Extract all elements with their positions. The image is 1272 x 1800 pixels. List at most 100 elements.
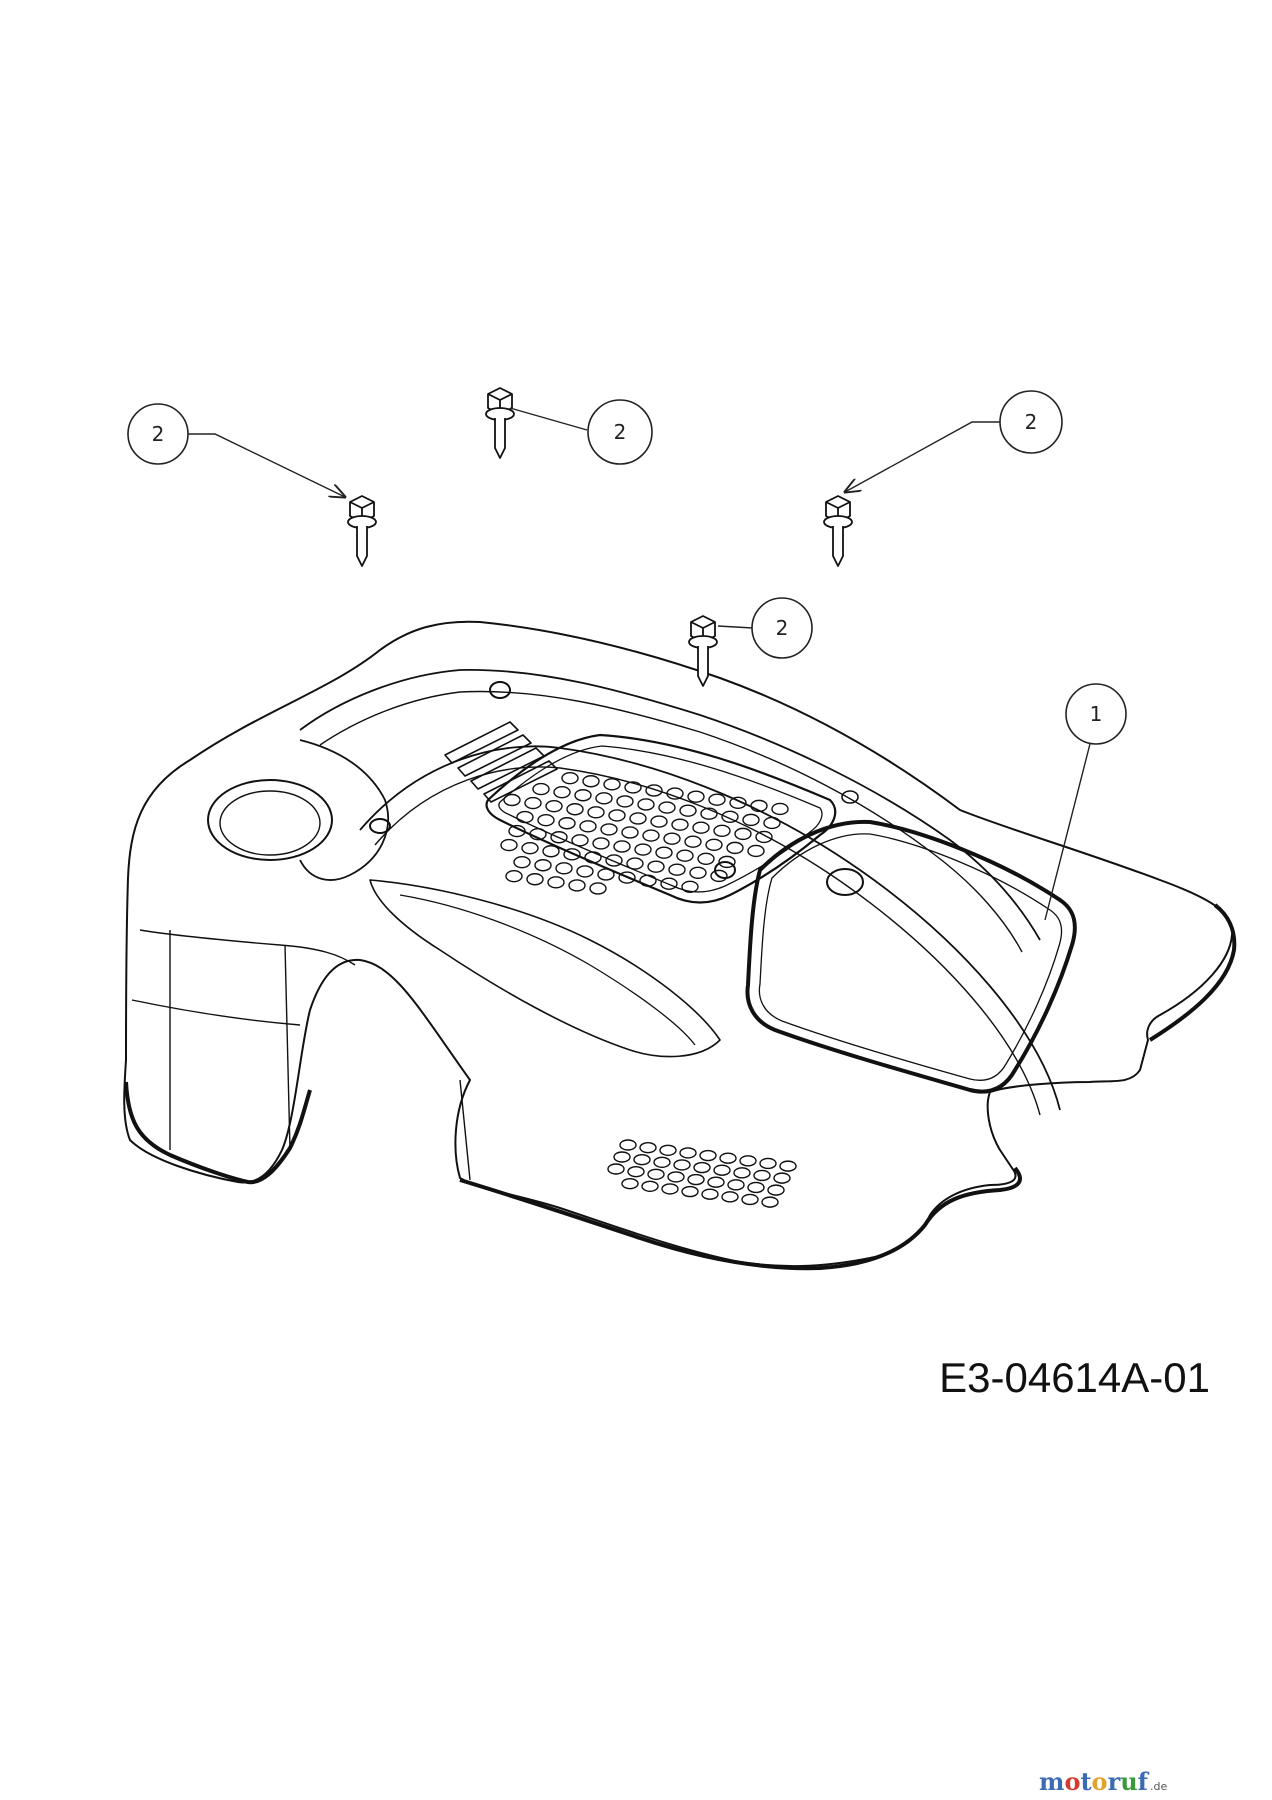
grille-hole (553, 785, 571, 799)
grille-hole (734, 827, 752, 841)
grille-hole (761, 1196, 779, 1208)
cover-right-rim (1148, 903, 1237, 1042)
cover-top-ridge (299, 669, 1041, 941)
filter-plate (745, 790, 1077, 1094)
svg-text:2: 2 (614, 420, 627, 444)
grille-hole (647, 1168, 665, 1180)
grille-hole (689, 866, 707, 879)
watermark-letter: o (1064, 1767, 1080, 1796)
grille-hole (607, 1163, 625, 1175)
grille-hole (624, 781, 642, 794)
cover-side-band (139, 929, 356, 966)
grille-hole (547, 876, 565, 889)
grille-hole (600, 823, 618, 836)
watermark-letter: u (1120, 1767, 1137, 1796)
grille-hole (666, 787, 684, 800)
grille-hole (524, 796, 542, 810)
grille-hole (687, 1173, 705, 1186)
grille-hole (753, 1169, 771, 1182)
watermark-logo: motoruf .de (1039, 1767, 1167, 1796)
grille-hole (645, 784, 663, 797)
grille-hole (741, 1193, 759, 1206)
grille-hole (542, 845, 560, 858)
grille-hole (555, 862, 573, 875)
cover-base-rim (124, 1081, 312, 1185)
screw-top-center (485, 387, 515, 459)
svg-text:.de: .de (1150, 1780, 1167, 1793)
grille-hole (681, 1185, 699, 1198)
cover-top-ridge-inner (319, 690, 1023, 953)
grille-hole (513, 855, 531, 869)
grille-hole (550, 831, 568, 844)
grille-hole (779, 1160, 797, 1172)
grille-hole (655, 846, 673, 859)
grille-hole (679, 804, 697, 817)
leader-2-left (187, 433, 345, 497)
leader-2-right (845, 421, 1000, 492)
cover-scoop-lower (369, 879, 721, 1058)
grille-hole (733, 1167, 751, 1179)
svg-text:1: 1 (1090, 702, 1103, 726)
grille-hole (747, 1181, 765, 1194)
leader-2-top (509, 407, 588, 431)
lower-grille-holes (607, 1139, 797, 1208)
grille-hole (676, 849, 694, 862)
svg-text:2: 2 (152, 422, 165, 446)
grille-hole (759, 1157, 777, 1170)
cover-base-rim-right (459, 1166, 1022, 1271)
grille-hole (659, 1144, 677, 1156)
engine-cover (123, 620, 1237, 1271)
grille-hole (650, 815, 668, 828)
grille-hole (679, 1147, 697, 1159)
grille-hole (660, 877, 678, 890)
grille-hole (681, 880, 699, 893)
grille-hole (705, 838, 723, 851)
grille-hole (563, 848, 581, 861)
grille-hole (719, 1152, 737, 1164)
screw-right (823, 495, 853, 567)
grille-hole (561, 771, 579, 785)
grille-hole (721, 1191, 739, 1203)
grille-hole (618, 871, 636, 884)
grille-hole (568, 879, 586, 892)
cover-scoop (299, 739, 389, 881)
grille-hole (592, 837, 610, 850)
filter-plate-knob (826, 868, 864, 896)
grille-hole (718, 855, 736, 869)
grille-hole (658, 801, 676, 814)
grille-hole (574, 789, 592, 802)
grille-hole (603, 778, 621, 791)
grille-hole (687, 790, 705, 803)
cover-screw-boss-top (489, 681, 511, 699)
grille-hole (626, 857, 644, 870)
cover-outline (123, 620, 1234, 1268)
grille-hole (767, 1184, 785, 1196)
grille-hole (742, 813, 760, 827)
cover-screw-boss (369, 818, 391, 834)
grille-hole (637, 798, 655, 811)
grille-hole (587, 806, 605, 819)
grille-hole (579, 820, 597, 833)
grille-hole (671, 818, 689, 831)
grille-hole (684, 835, 702, 848)
grille-hole (516, 810, 534, 824)
grille-hole (582, 775, 600, 788)
fuel-cap-cavity (207, 779, 333, 861)
grille-hole (673, 1159, 691, 1171)
grille-hole (597, 868, 615, 881)
callout-2-left: 2 (127, 403, 189, 465)
vent-slots (444, 721, 558, 803)
grille-hole (503, 793, 521, 807)
grille-hole (721, 810, 739, 823)
grille-hole (526, 873, 544, 886)
watermark-letter: m (1039, 1767, 1064, 1796)
grille-hole (629, 812, 647, 825)
grille-hole (634, 843, 652, 856)
grille-hole (747, 844, 765, 858)
grille-hole (534, 859, 552, 872)
grille-hole (707, 1176, 725, 1188)
grille-hole (576, 865, 594, 878)
grille-hole (605, 854, 623, 867)
leader-1 (1044, 735, 1093, 921)
grille-hole (589, 882, 607, 895)
